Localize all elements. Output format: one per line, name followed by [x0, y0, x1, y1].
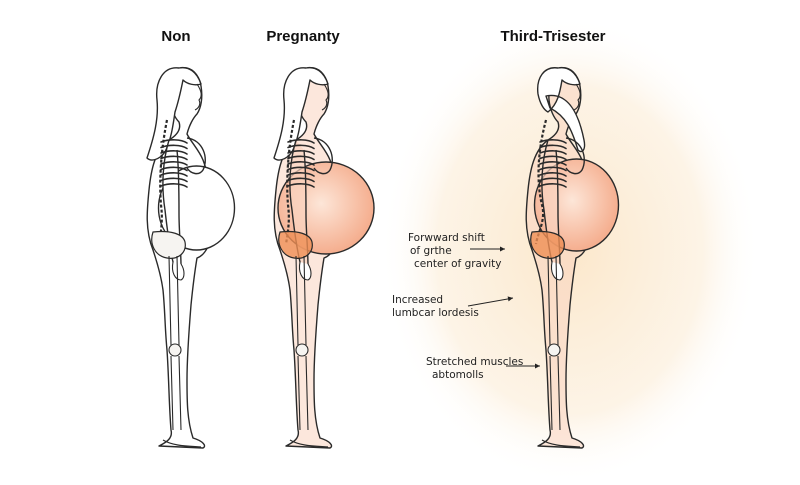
title-non: Non: [161, 28, 191, 45]
arrow-head: [500, 246, 505, 252]
rib: [287, 177, 315, 183]
rib: [287, 183, 315, 188]
femur: [295, 255, 307, 346]
tibia: [297, 355, 309, 431]
pelvis: [151, 230, 186, 259]
breast-outline: [186, 137, 206, 175]
figure-pregnancy: [273, 66, 375, 449]
hair: [146, 66, 202, 161]
annotation-lordosis: Increased lumbcar lordesis: [392, 294, 479, 320]
rib: [539, 161, 567, 166]
rib: [160, 161, 188, 166]
rib: [539, 150, 567, 155]
annotation-line: Stretched muscles: [426, 356, 524, 368]
foot: [289, 439, 329, 448]
rib: [539, 177, 567, 183]
face-profile: [194, 83, 202, 111]
arrow-line: [467, 297, 514, 307]
breast-outline: [565, 137, 585, 175]
rib: [287, 155, 315, 161]
rib: [539, 172, 567, 177]
annotation-line: of grthe: [410, 245, 452, 257]
rib: [160, 183, 188, 188]
title-pregnancy: Pregnanty: [266, 28, 340, 45]
knee-joint: [295, 343, 309, 357]
rib: [539, 166, 567, 172]
annotation-center-of-gravity: Forwward shift of grthe center of gravit…: [408, 232, 501, 271]
knee-joint: [547, 343, 561, 357]
title-third-trimester: Third-Trisester: [500, 28, 606, 45]
femur: [547, 255, 559, 346]
pelvis: [530, 230, 565, 259]
rib: [160, 172, 188, 177]
ribcage: [287, 139, 315, 188]
face-profile: [573, 83, 581, 111]
rib: [287, 166, 315, 172]
hand: [298, 261, 312, 281]
hand: [171, 261, 185, 281]
rib: [160, 155, 188, 161]
hand: [550, 261, 564, 281]
figure-third-trimester: [525, 66, 620, 449]
foot: [541, 439, 581, 448]
tibia: [170, 355, 182, 431]
ribcage: [539, 139, 567, 188]
spine: [534, 119, 548, 245]
annotation-line: center of gravity: [414, 258, 502, 270]
rib: [287, 172, 315, 177]
hair: [273, 66, 329, 161]
rib: [539, 144, 567, 150]
knee-joint: [168, 343, 182, 357]
foot: [162, 439, 202, 448]
annotation-line: Increased: [392, 294, 444, 306]
rib: [160, 166, 188, 172]
rib: [160, 177, 188, 183]
annotation-line: Forwward shift: [408, 232, 485, 244]
femur: [168, 255, 180, 346]
annotation-abdominals: Stretched muscles abtomolls: [426, 356, 523, 382]
face-profile: [321, 83, 329, 111]
arrow-head: [507, 296, 513, 302]
breast-outline: [313, 137, 333, 175]
rib: [287, 161, 315, 166]
rib: [539, 183, 567, 188]
annotation-arrows: [467, 246, 540, 369]
rib: [539, 155, 567, 161]
tibia: [549, 355, 561, 431]
arrow-head: [535, 363, 540, 369]
hair: [537, 66, 586, 153]
pelvis: [278, 230, 313, 259]
annotation-line: abtomolls: [432, 369, 484, 381]
figure-non-pregnant: [146, 66, 236, 449]
annotation-line: lumbcar lordesis: [392, 307, 479, 319]
